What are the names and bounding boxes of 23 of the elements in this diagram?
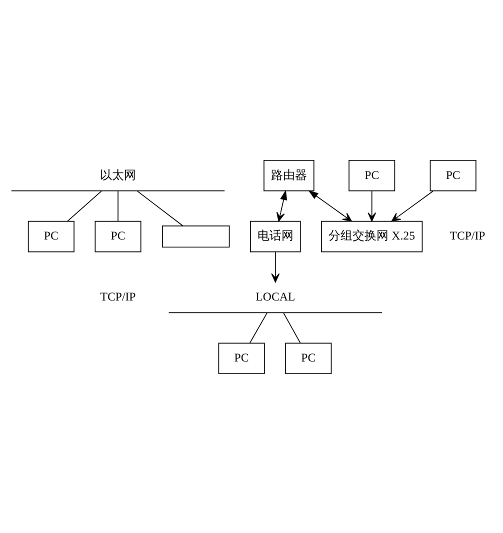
connector: [67, 190, 102, 222]
node-box: PC: [94, 220, 142, 252]
arrow: [391, 190, 434, 222]
node-box: PC: [28, 220, 74, 252]
node-box: 分组交换网 X.25: [321, 220, 423, 252]
node-box: [162, 225, 230, 248]
node-box: PC: [348, 159, 396, 191]
node-box: PC: [285, 342, 332, 374]
node-box: 路由器: [264, 159, 314, 191]
node-box: 电话网: [250, 220, 301, 252]
connector: [136, 190, 184, 226]
label: TCP/IP: [100, 289, 136, 304]
node-box: PC: [430, 159, 476, 191]
node-box: PC: [218, 342, 265, 374]
arrow: [308, 190, 352, 222]
connector: [249, 312, 268, 343]
connector: [283, 312, 301, 343]
label: TCP/IP: [450, 228, 486, 242]
arrow: [368, 190, 376, 222]
node-text: LOCAL: [256, 289, 296, 304]
node-text: 以太网: [100, 167, 136, 182]
arrow: [271, 251, 280, 282]
arrow: [276, 189, 288, 222]
